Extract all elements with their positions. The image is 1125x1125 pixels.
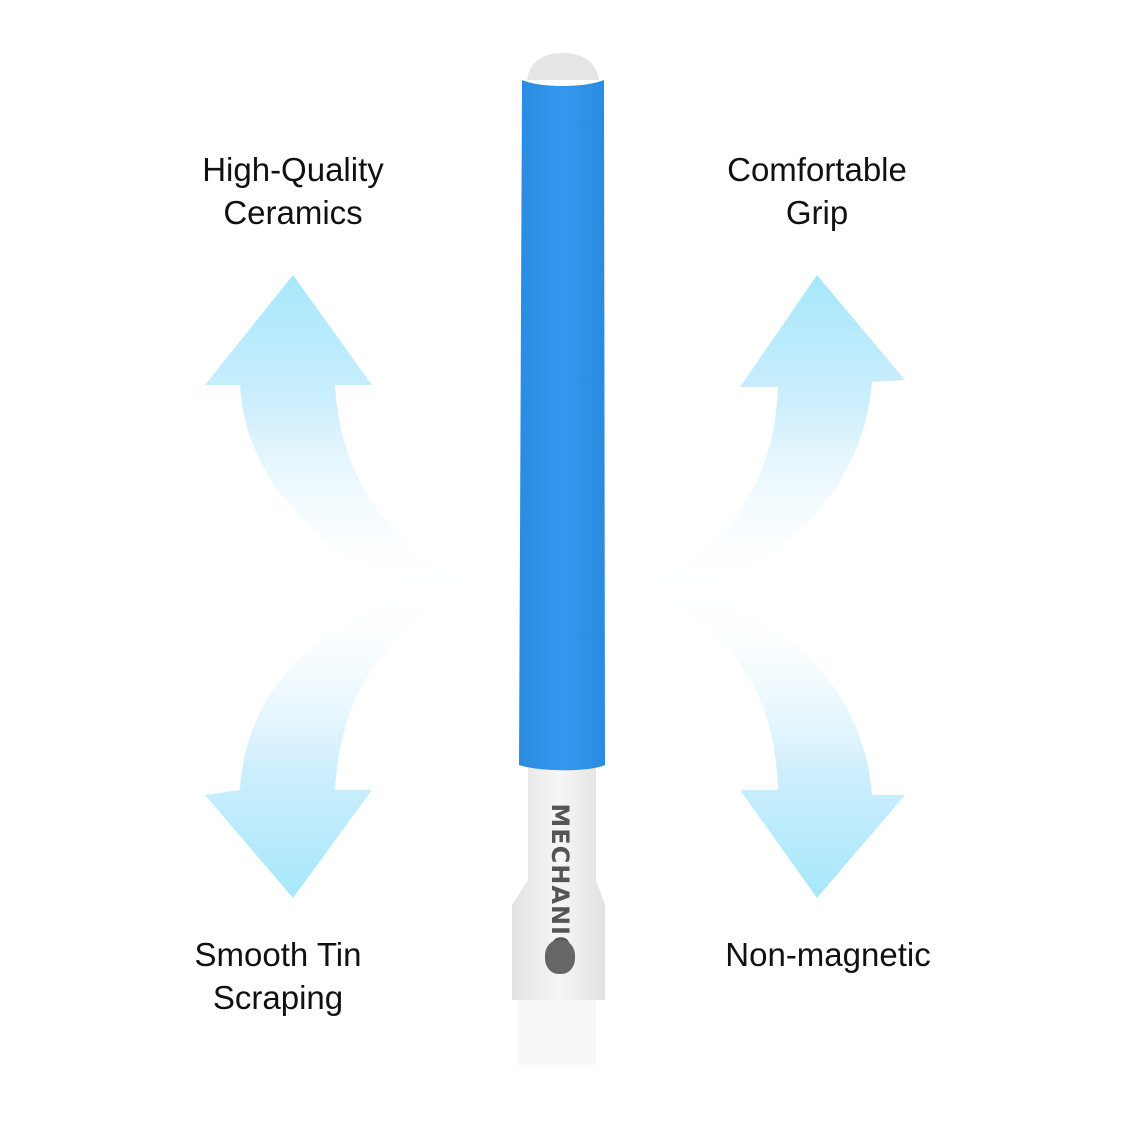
feature-label-line: Grip: [785, 194, 849, 231]
arrow-down-right: [650, 585, 905, 898]
feature-label-line: Ceramics: [223, 194, 363, 231]
feature-label-line: Non-magnetic: [725, 936, 931, 973]
feature-label-line: High-Quality: [202, 151, 384, 188]
tool-end-cap: [527, 53, 599, 80]
arrow-down-left: [205, 580, 470, 898]
feature-comfortable-grip: Comfortable Grip: [657, 148, 977, 234]
brand-logo-text: MECHANIC: [546, 803, 574, 955]
scraper-tool: [512, 53, 605, 1065]
arrow-up-right: [650, 275, 905, 600]
logo-mascot-icon: [545, 940, 575, 974]
tool-blade: [512, 765, 605, 1065]
feature-non-magnetic: Non-magnetic: [668, 933, 988, 976]
brand-logo: MECHANIC: [540, 790, 580, 980]
feature-high-quality-ceramics: High-Quality Ceramics: [133, 148, 453, 234]
feature-label-line: Scraping: [212, 979, 344, 1016]
feature-label-line: Smooth Tin: [194, 936, 362, 973]
feature-smooth-tin-scraping: Smooth Tin Scraping: [118, 933, 438, 1019]
tool-handle: [519, 80, 605, 771]
feature-label-line: Comfortable: [727, 151, 907, 188]
arrow-up-left: [205, 275, 470, 600]
